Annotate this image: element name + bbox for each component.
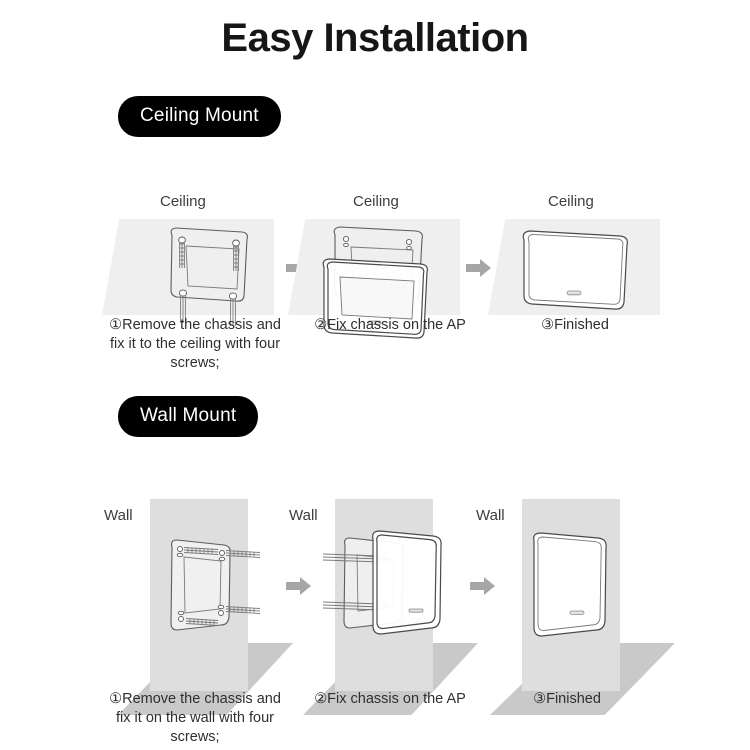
wall-step-1-caption-line-1: ①Remove the chassis and [109, 691, 281, 707]
wall-step-2-caption: ②Fix chassis on the AP [300, 690, 480, 709]
badge-ceiling-mount: Ceiling Mount [118, 96, 281, 137]
ceiling-step-3-caption-line-1: ③Finished [541, 317, 609, 333]
ceiling-step-1-caption-line-1: ①Remove the chassis and [109, 317, 281, 333]
screw-top-right [232, 239, 240, 271]
ceiling-step-2-caption: ②Fix chassis on the AP [300, 316, 480, 335]
wall-screw-top-right [225, 550, 261, 558]
wall-screw-shaft-bottom [322, 601, 382, 611]
screw-bottom-left [178, 289, 188, 323]
wall-step-1-caption: ①Remove the chassis and fix it on the wa… [102, 690, 288, 747]
ceiling-step-1-caption-line-2: fix it to the ceiling with four [109, 336, 281, 352]
wall-bracket-illustration-1 [170, 539, 261, 631]
wall-screw-shaft-top [322, 553, 382, 563]
wall-ap-installed-illustration [533, 532, 607, 637]
arrow-right-icon-ceiling-2 [466, 259, 491, 277]
keyhole-bl [177, 610, 185, 622]
ceiling-ap-installed-illustration [522, 230, 628, 310]
arrow-right-icon-wall-1 [286, 577, 311, 595]
ceiling-step-2: Ceiling [288, 193, 468, 339]
ceiling-step-3-surface-label: Ceiling [548, 193, 594, 210]
wall-step-3-caption-line-1: ③Finished [533, 691, 601, 707]
badge-wall-mount: Wall Mount [118, 396, 259, 437]
ceiling-step-1-surface-label: Ceiling [160, 193, 206, 210]
ceiling-step-1: Ceiling [102, 193, 274, 326]
wall-chassis-on-ap-illustration [322, 530, 442, 635]
keyhole-tr [218, 550, 226, 562]
ceiling-step-2-surface-label: Ceiling [353, 193, 399, 210]
keyhole-br [217, 604, 225, 616]
ceiling-bracket-illustration-1 [170, 227, 248, 326]
arrow-right-icon-wall-2 [470, 577, 495, 595]
ceiling-step-1-caption-line-3: screws; [170, 355, 220, 371]
ceiling-step-2-caption-line-1: ②Fix chassis on the AP [314, 317, 466, 333]
wall-screw-bottom-left [185, 618, 219, 626]
keyhole-tl [176, 546, 184, 558]
screw-bottom-right [228, 292, 238, 326]
wall-step-1-caption-line-3: screws; [170, 729, 220, 745]
ceiling-step-3-caption: ③Finished [500, 316, 650, 335]
ceiling-chassis-on-ap-illustration [322, 226, 428, 339]
ceiling-step-3: Ceiling [488, 193, 663, 323]
wall-step-1: Wall [100, 495, 300, 715]
wall-step-1-caption-line-2: fix it on the wall with four [116, 710, 274, 726]
section-ceiling-mount: Ceiling Mount Ceiling [0, 96, 750, 371]
screw-top-left [178, 236, 186, 268]
section-wall-mount: Wall Mount Wall [0, 396, 750, 745]
page-title: Easy Installation [221, 16, 529, 60]
wall-step-1-surface-label: Wall [104, 507, 133, 524]
keyhole-top-left [342, 235, 350, 248]
ceiling-step-1-caption: ①Remove the chassis and fix it to the ce… [102, 316, 288, 373]
wall-step-3: Wall [472, 495, 675, 715]
wall-screw-top-left [183, 547, 219, 555]
keyhole-top-right [405, 238, 413, 251]
wall-step-2: Wall [285, 495, 485, 715]
wall-step-2-caption-line-1: ②Fix chassis on the AP [314, 691, 466, 707]
wall-step-3-caption: ③Finished [492, 690, 642, 709]
wall-step-2-surface-label: Wall [289, 507, 318, 524]
wall-step-3-surface-label: Wall [476, 507, 505, 524]
wall-screw-bottom-right [225, 606, 261, 614]
